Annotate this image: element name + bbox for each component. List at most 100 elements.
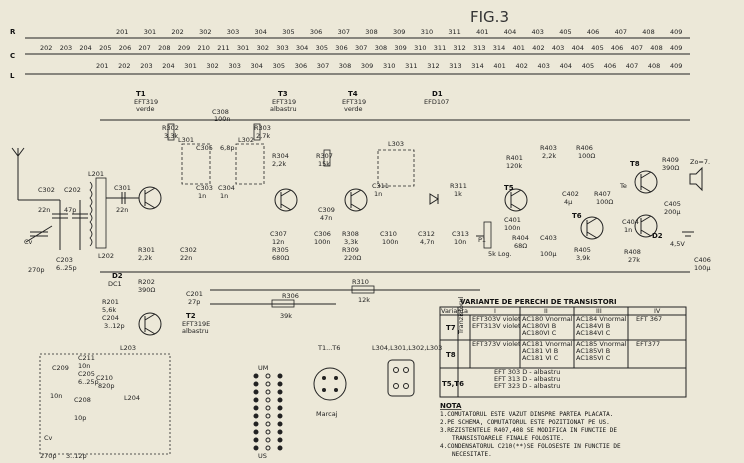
r308-ref: R308 (342, 230, 359, 238)
transistor-t6: T6 R405 3,9k (572, 212, 604, 262)
table-cell: AC180VI C (522, 329, 557, 337)
c211-value: 27p (188, 298, 200, 306)
r310-value: 12k (358, 296, 370, 304)
bus-number-c: 202 (40, 44, 52, 52)
cap-c301: C301 22n (106, 184, 139, 214)
coil-l303: L303 (377, 140, 415, 187)
bus-number-c: 303 (276, 44, 288, 52)
c211-ref: C201 (186, 290, 203, 298)
c312-ref: C312 (418, 230, 435, 238)
bus-number-l: 202 (118, 62, 130, 70)
bus-number-l: 409 (670, 62, 682, 70)
table-header-iii: III (596, 307, 602, 315)
bus-number-c: 207 (138, 44, 150, 52)
bus-number-l: 204 (162, 62, 174, 70)
bus-number-r: 409 (670, 28, 682, 36)
coil-l204-label: L204 (124, 394, 140, 402)
c209-ref: C204 (102, 314, 119, 322)
note-line: 3.REZISTENTELE R407,408 SE MODIFICA IN F… (440, 427, 617, 434)
r403-value: 2,2k (542, 152, 556, 160)
c310-ref: C310 (380, 230, 397, 238)
bus-number-c: 304 (296, 44, 308, 52)
transistor-pinout: T1...T6 Marcaj (313, 344, 347, 418)
bus-number-c: 305 (316, 44, 328, 52)
bus-number-r: 202 (171, 28, 183, 36)
c308-ref: C308 (212, 108, 229, 116)
bus-number-l: 408 (648, 62, 660, 70)
c311-value: 1n (374, 190, 382, 198)
c304-ref: C304 (218, 184, 235, 192)
r302-value: 3,3k (164, 132, 178, 140)
switch-contact (265, 397, 271, 403)
bus-number-c: 401 (513, 44, 525, 52)
t4-color: verde (344, 105, 363, 113)
coil-l303-label: L303 (388, 140, 404, 148)
bus-number-r: 404 (504, 28, 516, 36)
c306-ref: C306 (314, 230, 331, 238)
c208-ref: C208 (74, 396, 91, 404)
r303-ref: R303 (254, 124, 271, 132)
coil-label-l202: L202 (98, 252, 114, 260)
bus-number-c: 307 (355, 44, 367, 52)
r407-value: 100Ω (596, 198, 613, 206)
c312p-label-bottom: 3..12p (66, 452, 87, 460)
c401-value: 100n (504, 224, 521, 232)
switch-contact (253, 421, 259, 427)
bus-number-c: 210 (198, 44, 210, 52)
cv-label-top: Cv (24, 238, 33, 246)
r307-value: 15k (318, 160, 330, 168)
t1-ref: T1 (136, 90, 146, 98)
table-header-i: I (494, 307, 496, 315)
r407-ref: R407 (594, 190, 611, 198)
t5-ref: T5 (504, 184, 514, 192)
d2-type: DC1 (108, 280, 122, 288)
r409-ref: R409 (662, 156, 679, 164)
coil-label-l201: L201 (88, 170, 104, 178)
bus-number-l: 314 (471, 62, 483, 70)
t4-type: EFT319 (342, 98, 366, 106)
band-switch-diagram: UM US (253, 364, 283, 460)
switch-contact (277, 405, 283, 411)
bus-number-c: 313 (473, 44, 485, 52)
switch-contact (253, 381, 259, 387)
note-line: NECESITATE. (452, 451, 492, 458)
bus-number-r: 201 (116, 28, 128, 36)
switch-contact (253, 389, 259, 395)
bus-number-l: 302 (206, 62, 218, 70)
t2-color: albastru (182, 327, 209, 335)
c205-value: 10n (50, 392, 62, 400)
bus-number-r: 305 (282, 28, 294, 36)
switch-contact (277, 373, 283, 379)
c304-value: 1n (220, 192, 228, 200)
battery-icon (682, 231, 694, 237)
switch-contact (265, 437, 271, 443)
bus-number-c: 405 (591, 44, 603, 52)
table-cell: AC180VI B (522, 322, 556, 330)
c406-value: 100µ (694, 264, 711, 272)
table-row-t8-label: T8 (446, 351, 456, 359)
switch-contact (277, 397, 283, 403)
d1-ref: D1 (432, 90, 443, 98)
r406-value: 100Ω (578, 152, 595, 160)
c305-value: 6,8p (220, 144, 234, 152)
transistor-variant-table: VARIANTE DE PERECHI DE TRANSISTORI Varia… (439, 296, 687, 398)
cap-c204-value: 6..25p (56, 264, 77, 272)
table-header-ii: II (544, 307, 548, 315)
bus-number-l: 310 (383, 62, 395, 70)
r409-value: 390Ω (662, 164, 679, 172)
r311-ref: R311 (450, 182, 467, 190)
switch-contact (265, 445, 271, 451)
bus-number-r: 309 (393, 28, 405, 36)
c270p-label-bottom: 270p (40, 452, 57, 460)
bus-number-l: 309 (361, 62, 373, 70)
switch-contact (265, 381, 271, 387)
switch-contact (253, 373, 259, 379)
bus-number-r: 406 (587, 28, 599, 36)
bus-number-c: 404 (572, 44, 584, 52)
bus-number-l: 404 (560, 62, 572, 70)
bus-number-l: 402 (516, 62, 528, 70)
switch-contact (277, 429, 283, 435)
c404-ref: C404 (622, 218, 639, 226)
switch-contact (265, 373, 271, 379)
switch-contact (265, 429, 271, 435)
